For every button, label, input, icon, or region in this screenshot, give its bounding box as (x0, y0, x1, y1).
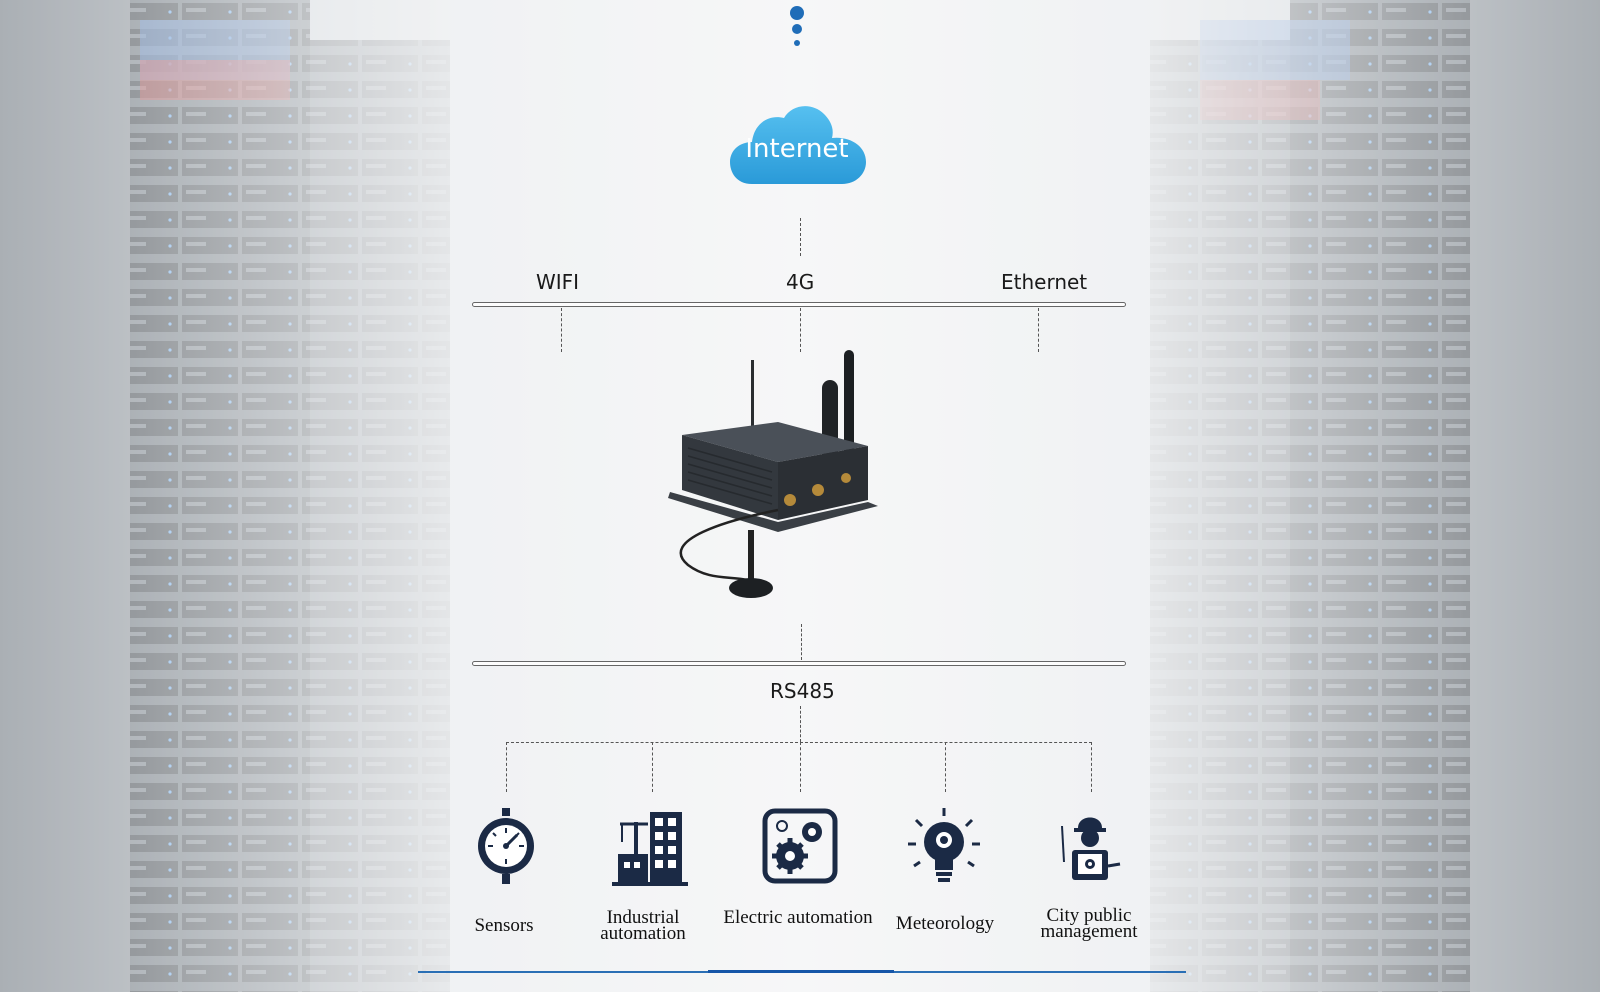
ethernet-label: Ethernet (1001, 270, 1088, 294)
gateway-device-image (668, 350, 908, 610)
rs485-bus-bar (472, 661, 1126, 666)
cloud-icon (730, 106, 866, 184)
network-bus-bar (472, 302, 1126, 307)
gears-icon (760, 806, 840, 886)
electric-automation-caption: Electric automation (723, 907, 873, 928)
branch-meteorology (945, 742, 946, 792)
branch-line (506, 742, 1092, 743)
ethernet-connector (1038, 308, 1039, 352)
wifi-label: WIFI (536, 270, 580, 294)
gauge-icon (466, 806, 546, 886)
connector-line (800, 218, 801, 256)
wifi-connector (561, 308, 562, 352)
branch-city (1091, 742, 1092, 792)
industrial-automation-caption: Industrial automation (600, 907, 686, 944)
factory-icon (610, 808, 690, 888)
4g-connector (800, 308, 801, 352)
bottom-tab-active[interactable] (708, 970, 894, 973)
engineer-icon (1050, 806, 1130, 886)
meteorology-caption: Meteorology (895, 913, 995, 934)
4g-label: 4G (786, 270, 815, 294)
rs485-label: RS485 (770, 679, 835, 703)
bus-drop-line (800, 706, 801, 742)
device-connector (801, 624, 802, 660)
city-public-management-caption: City public management (1040, 905, 1138, 942)
branch-electric (800, 742, 801, 792)
branch-sensors (506, 742, 507, 792)
lightbulb-icon (904, 806, 984, 886)
internet-label: Internet (745, 134, 849, 164)
branch-industrial (652, 742, 653, 792)
internet-cloud: Internet (728, 100, 872, 190)
sensors-caption: Sensors (474, 915, 534, 936)
